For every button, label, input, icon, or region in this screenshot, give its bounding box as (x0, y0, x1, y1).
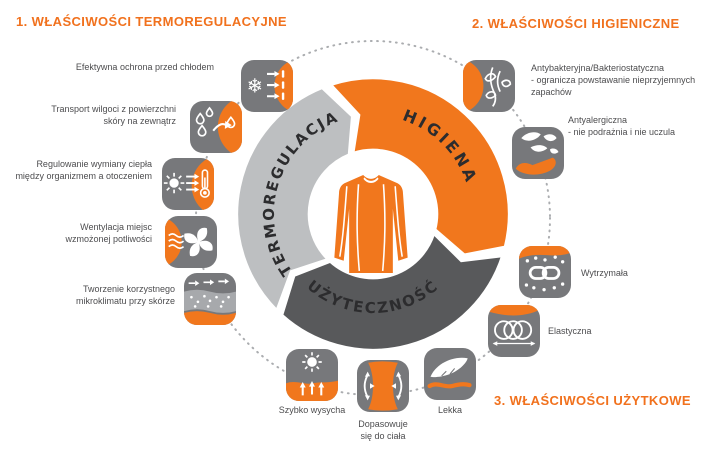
chain-links-icon (519, 246, 571, 292)
feature-label-fit: Dopasowuje się do ciała (358, 419, 408, 442)
snowflake-wind-barrier-icon: ❄ (247, 60, 293, 112)
feature-label-microclimate: Tworzenie korzystnego mikroklimatu przy … (75, 284, 175, 307)
feature-label-antibacterial: Antybakteryjna/Bakteriostatyczna - ogran… (531, 63, 696, 98)
body-fit-tile (357, 360, 409, 412)
feature-label-quickdry: Szybko wysycha (278, 405, 346, 415)
water-drops-arrow-icon (195, 101, 242, 153)
ring-segment-uzytecznosc (280, 231, 505, 352)
feathers-hand-icon (515, 132, 559, 175)
fitted-waist-arrows-icon (363, 361, 403, 411)
ventilation-tile (165, 216, 217, 268)
plant-leaves-icon (463, 60, 512, 112)
feature-label-ventilation: Wentylacja miejsc wzmożonej potliwości (65, 222, 152, 245)
skin-layers-icon (184, 278, 236, 325)
section-title-utility: 3. WŁAŚCIWOŚCI UŻYTKOWE (494, 393, 691, 408)
feature-label-moisture: Transport wilgoci z powierzchni skóry na… (51, 104, 176, 127)
svg-text:❄: ❄ (247, 75, 263, 98)
sun-arrows-thermometer-icon (163, 158, 214, 210)
thermal-shirt-icon (334, 175, 408, 273)
waves-fan-icon (165, 217, 213, 267)
durable-tile (519, 246, 571, 298)
feature-label-elastic: Elastyczna (548, 326, 592, 336)
heat-exchange-tile (162, 158, 214, 210)
ring-segment-higiena (328, 76, 511, 257)
section-title-hygiene: 2. WŁAŚCIWOŚCI HIGIENICZNE (472, 16, 680, 31)
microclimate-tile (184, 273, 236, 325)
ring-segment-termoregulacja (235, 86, 354, 313)
cold-protection-tile: ❄ (241, 60, 293, 112)
sun-evaporation-icon (286, 352, 338, 401)
section-title-thermo: 1. WŁAŚCIWOŚCI TERMOREGULACYJNE (16, 14, 287, 29)
feature-label-light: Lekka (437, 405, 463, 415)
light-weight-tile (424, 348, 476, 400)
feature-label-cold: Efektywna ochrona przed chłodem (75, 62, 214, 72)
antibacterial-tile (463, 60, 515, 112)
feature-label-antiallergic: Antyalergiczna - nie podrażnia i nie ucz… (568, 115, 676, 138)
quick-dry-tile (286, 349, 338, 401)
antiallergic-tile (512, 127, 564, 179)
feature-label-durable: Wytrzymała (581, 268, 628, 278)
elastic-tile (488, 305, 540, 357)
feature-label-heat: Regulowanie wymiany ciepła między organi… (15, 159, 152, 182)
feather-icon (427, 357, 472, 389)
spring-coil-icon (488, 305, 540, 346)
moisture-transport-tile (190, 101, 242, 153)
